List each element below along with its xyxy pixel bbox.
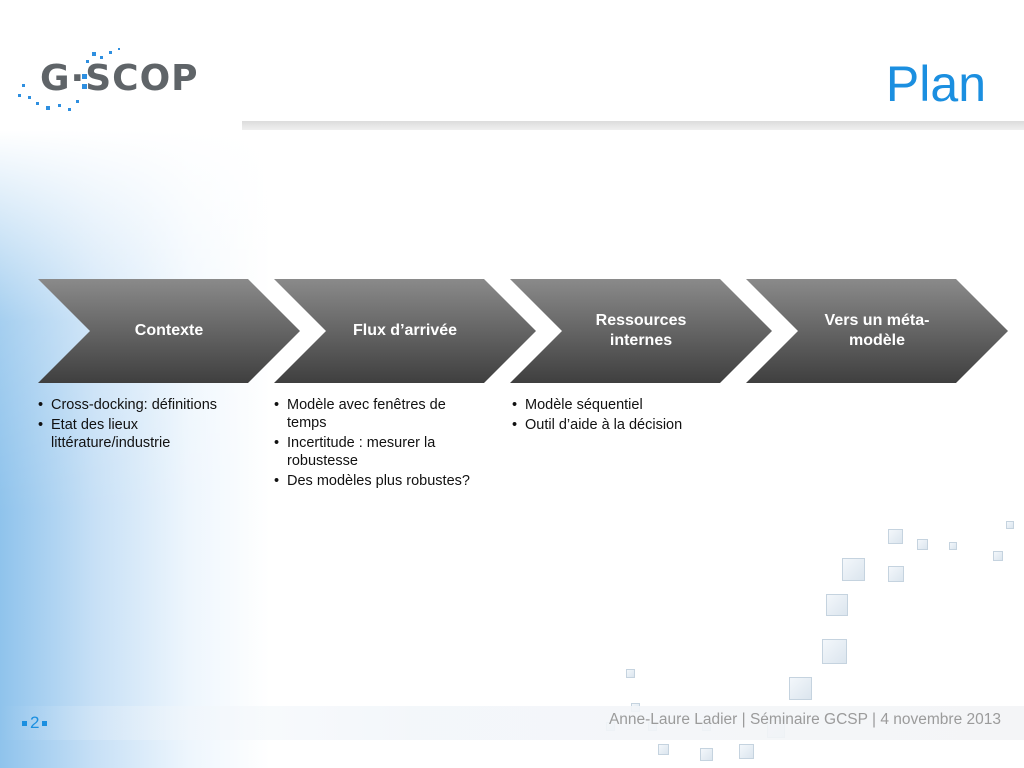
step-chevron-meta-modele: Vers un méta-modèle	[746, 279, 1008, 383]
decorative-square	[949, 542, 957, 550]
decorative-square	[626, 669, 635, 678]
footer-band	[0, 706, 1024, 740]
bullet-list-contexte: Cross-docking: définitions Etat des lieu…	[38, 396, 218, 454]
list-item: Etat des lieux littérature/industrie	[38, 416, 218, 452]
logo-text: G·SCOP	[40, 58, 199, 99]
square-bullet-icon	[42, 720, 48, 726]
step-label: Contexte	[134, 322, 204, 339]
decorative-square	[789, 677, 812, 700]
step-label: Flux d’arrivée	[352, 322, 458, 339]
decorative-square	[993, 551, 1003, 561]
decorative-square	[658, 744, 669, 755]
list-item: Modèle séquentiel	[512, 396, 752, 414]
decorative-square	[888, 529, 903, 544]
decorative-square	[842, 558, 865, 581]
title-rule	[242, 121, 1024, 130]
bullet-list-flux: Modèle avec fenêtres de temps Incertitud…	[274, 396, 474, 492]
decorative-square	[739, 744, 754, 759]
page-number: 2	[22, 713, 48, 733]
logo-dots-icon	[18, 48, 120, 111]
decorative-square	[822, 639, 847, 664]
step-label: Vers un méta-modèle	[824, 312, 930, 349]
list-item: Modèle avec fenêtres de temps	[274, 396, 474, 432]
square-bullet-icon	[22, 720, 27, 726]
decorative-square	[888, 566, 904, 582]
gscop-logo: G·SCOP	[14, 44, 198, 120]
slide-title: Plan	[885, 56, 986, 112]
list-item: Cross-docking: définitions	[38, 396, 218, 414]
step-chevron-ressources: Ressources internes	[510, 279, 772, 383]
decorative-square	[700, 748, 713, 761]
page-number-value: 2	[30, 713, 40, 732]
step-chevron-contexte: Contexte	[38, 279, 300, 383]
footer-text: Anne-Laure Ladier | Séminaire GCSP | 4 n…	[608, 711, 1001, 728]
list-item: Des modèles plus robustes?	[274, 472, 474, 490]
decorative-square	[917, 539, 928, 550]
decorative-square	[1006, 521, 1014, 529]
step-chevron-flux: Flux d’arrivée	[274, 279, 536, 383]
step-label: Ressources internes	[595, 312, 687, 349]
list-item: Incertitude : mesurer la robustesse	[274, 434, 474, 470]
decorative-square	[826, 594, 848, 616]
bullet-list-ressources: Modèle séquentiel Outil d’aide à la déci…	[512, 396, 752, 436]
list-item: Outil d’aide à la décision	[512, 416, 752, 434]
